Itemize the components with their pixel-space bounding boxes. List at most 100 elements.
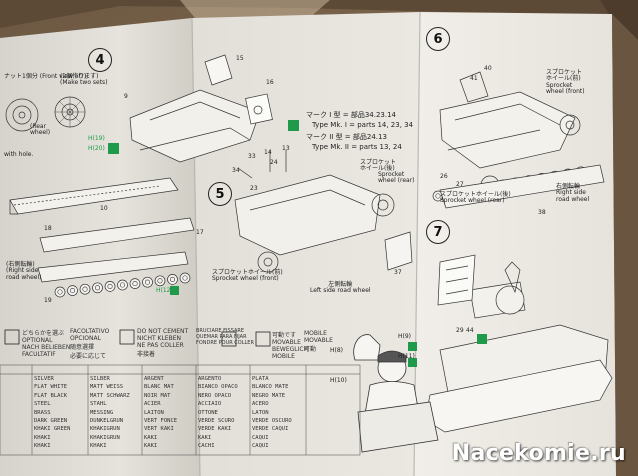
h-mark: H(12) (156, 287, 173, 294)
road-wheel (154, 275, 166, 287)
h-mark: H(10) (330, 377, 347, 384)
paint-table-cell: CAQUI (252, 434, 269, 441)
left-road-wheel: 左側転輪 Left side road wheel (310, 281, 371, 295)
part-number: 17 (196, 229, 204, 236)
part-number: 34 (232, 167, 240, 174)
sprocket-rear-6: スプロケットホイール(後) Sprocket wheel (rear) (440, 191, 511, 205)
road-wheel (142, 276, 153, 288)
h-mark: H(8) (330, 347, 344, 354)
mark2-ja: マーク II 型 = 部品24.13 (306, 133, 387, 141)
paint-table-cell: VERDE CAQUI (252, 426, 289, 433)
road-wheel-hub (69, 288, 76, 294)
road-wheel-hub (182, 275, 188, 281)
road-wheel-hub (107, 283, 113, 289)
step-number-5: 5 (208, 182, 232, 206)
paint-table-cell: KAKI (144, 434, 158, 441)
paint-table-cell: KHAKIGRÜN (90, 434, 120, 441)
paint-table-cell: MATT WEISS (90, 384, 124, 391)
part-number: 37 (394, 269, 402, 276)
part-number: 16 (266, 79, 274, 86)
paint-table-cell: SILVER (34, 376, 54, 382)
sprocket-front-5: スプロケットホイール(前) Sprocket wheel (front) (212, 269, 283, 283)
sprocket-front-6: スプロケット ホイール(前) Sprocket wheel (front) (546, 69, 585, 95)
part-number: 24 (270, 159, 278, 166)
part-number: 13 (282, 145, 290, 152)
paint-table-cell: VERT KAKI (144, 426, 174, 433)
part-number: 18 (44, 225, 52, 232)
paint-table-cell: KHAKI GREEN (34, 426, 71, 433)
legend-movable: 可動です MOVABLE BEWEGLICH MOBILE (272, 332, 309, 360)
sprocket-rear-en: Sprocket wheel (rear) (378, 171, 415, 185)
paint-table-cell: STEEL (34, 401, 51, 408)
watermark-text: Nacekomie.ru (451, 441, 626, 466)
paint-table-cell: BLANC MAT (144, 384, 174, 391)
paint-table-cell: NOIR MAT (144, 392, 171, 399)
part-number: 38 (538, 209, 546, 216)
step-number-7: 7 (426, 220, 450, 244)
step4-make-two-sets: (2個作ります) (Make two sets) (60, 73, 108, 87)
paint-table-cell: KAKI (198, 434, 212, 441)
paint-table-cell: ARGENT (144, 376, 164, 382)
road-wheel-hub (144, 279, 151, 285)
road-wheel (167, 274, 178, 285)
paint-table-cell: OTTONE (198, 409, 218, 416)
paint-table-cell: LATÓN (252, 409, 269, 416)
paint-table-cell: BRASS (34, 409, 51, 416)
part-number: 14 (264, 149, 272, 156)
h-mark: H(11) (398, 353, 415, 360)
road-wheel-hub (94, 285, 101, 291)
part-number: 10 (100, 205, 108, 212)
sprocket-rear-ja: スプロケット ホイール(後) (360, 159, 397, 173)
part-number: 40 (484, 65, 492, 72)
paint-table-cell: CACHI (198, 443, 215, 450)
paint-table-cell: VERDE KAKI (198, 426, 232, 433)
paint-table-cell: PLATA (252, 376, 269, 382)
road-wheel (129, 278, 141, 289)
paint-table-cell: KAKI (144, 443, 158, 450)
road-wheel-hub (57, 289, 63, 295)
paint-table-cell: KHAKI (90, 443, 107, 450)
road-wheel (117, 279, 128, 291)
road-wheel-hub (169, 276, 176, 282)
road-wheel-hub (132, 281, 138, 287)
paint-table-cell: MATT SCHWARZ (90, 392, 130, 399)
part-number: 41 (470, 75, 478, 82)
step4-right-road-wheel: (右側転輪) (Right side road wheel) (6, 261, 42, 281)
paint-table-cell: STAHL (90, 401, 107, 408)
road-wheel (104, 281, 116, 292)
road-wheel-hub (157, 278, 163, 284)
road-wheel (54, 286, 66, 298)
part-number: 26 (440, 173, 448, 180)
paint-table-cell: FLAT BLACK (34, 392, 68, 399)
mark1-ja: マーク I 型 = 部品34.23.14 (306, 111, 397, 119)
part-number: 44 (466, 327, 474, 334)
legend-optional: どちらかを選ぶ OPTIONAL NACH BELIEBEN FACULTATI… (22, 330, 71, 358)
part-number: 29 (456, 327, 464, 334)
road-wheel-hub (119, 282, 126, 288)
right-road-wheel: 右側転輪 Right side road wheel (556, 183, 590, 203)
paint-table-cell: MESSING (90, 409, 114, 416)
step-number-4: 4 (88, 48, 112, 72)
legend-bruciare: BRUCIARE FISSARE QUEMAR PARA FIJAR FONDR… (196, 328, 254, 346)
part-number: 27 (456, 181, 464, 188)
paint-table-cell: NEGRO MATE (252, 392, 286, 399)
paint-table-cell: ACIER (144, 401, 161, 408)
part-number: 15 (236, 55, 244, 62)
step4-note: ナット1個分 (Front view of?) (4, 73, 87, 80)
mark1-en: Type Mk. I = parts 14, 23, 34 (312, 121, 414, 129)
paint-table-cell: BIANCO OPACO (198, 384, 238, 391)
step4-rear-wheel: (Rear wheel) (30, 123, 51, 137)
paint-table-cell: KHAKI (34, 434, 51, 441)
mark2-en: Type Mk. II = parts 13, 24 (312, 143, 402, 151)
paint-table-cell: FLAT WHITE (34, 384, 68, 391)
h-mark: H(19) (88, 135, 105, 142)
paint-table-cell: VERDE SCURO (198, 417, 235, 424)
paint-table-cell: DARK GREEN (34, 417, 68, 424)
paint-table-cell: KHAKIGRÜN (90, 426, 120, 433)
